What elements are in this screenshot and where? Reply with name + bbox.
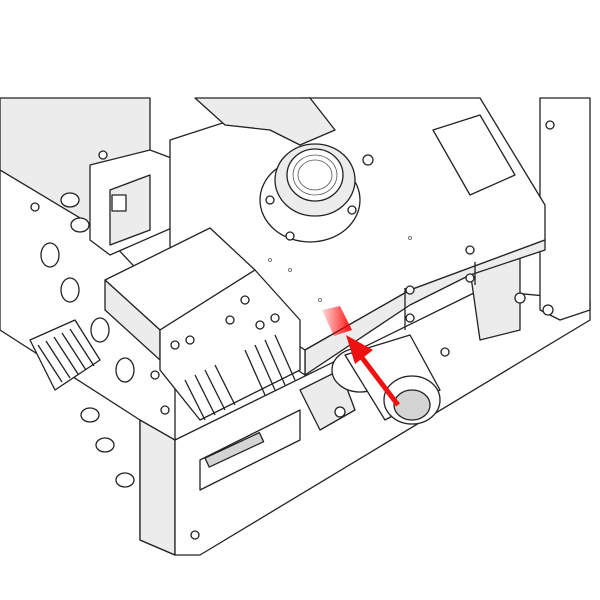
connectors	[80, 407, 135, 488]
objective-lens	[331, 334, 441, 425]
left-heatsink	[29, 319, 101, 391]
highlight-area	[322, 306, 352, 336]
back-module	[60, 149, 191, 256]
top-port	[194, 97, 361, 243]
center-module	[104, 227, 301, 421]
pointer-arrow	[346, 335, 400, 407]
